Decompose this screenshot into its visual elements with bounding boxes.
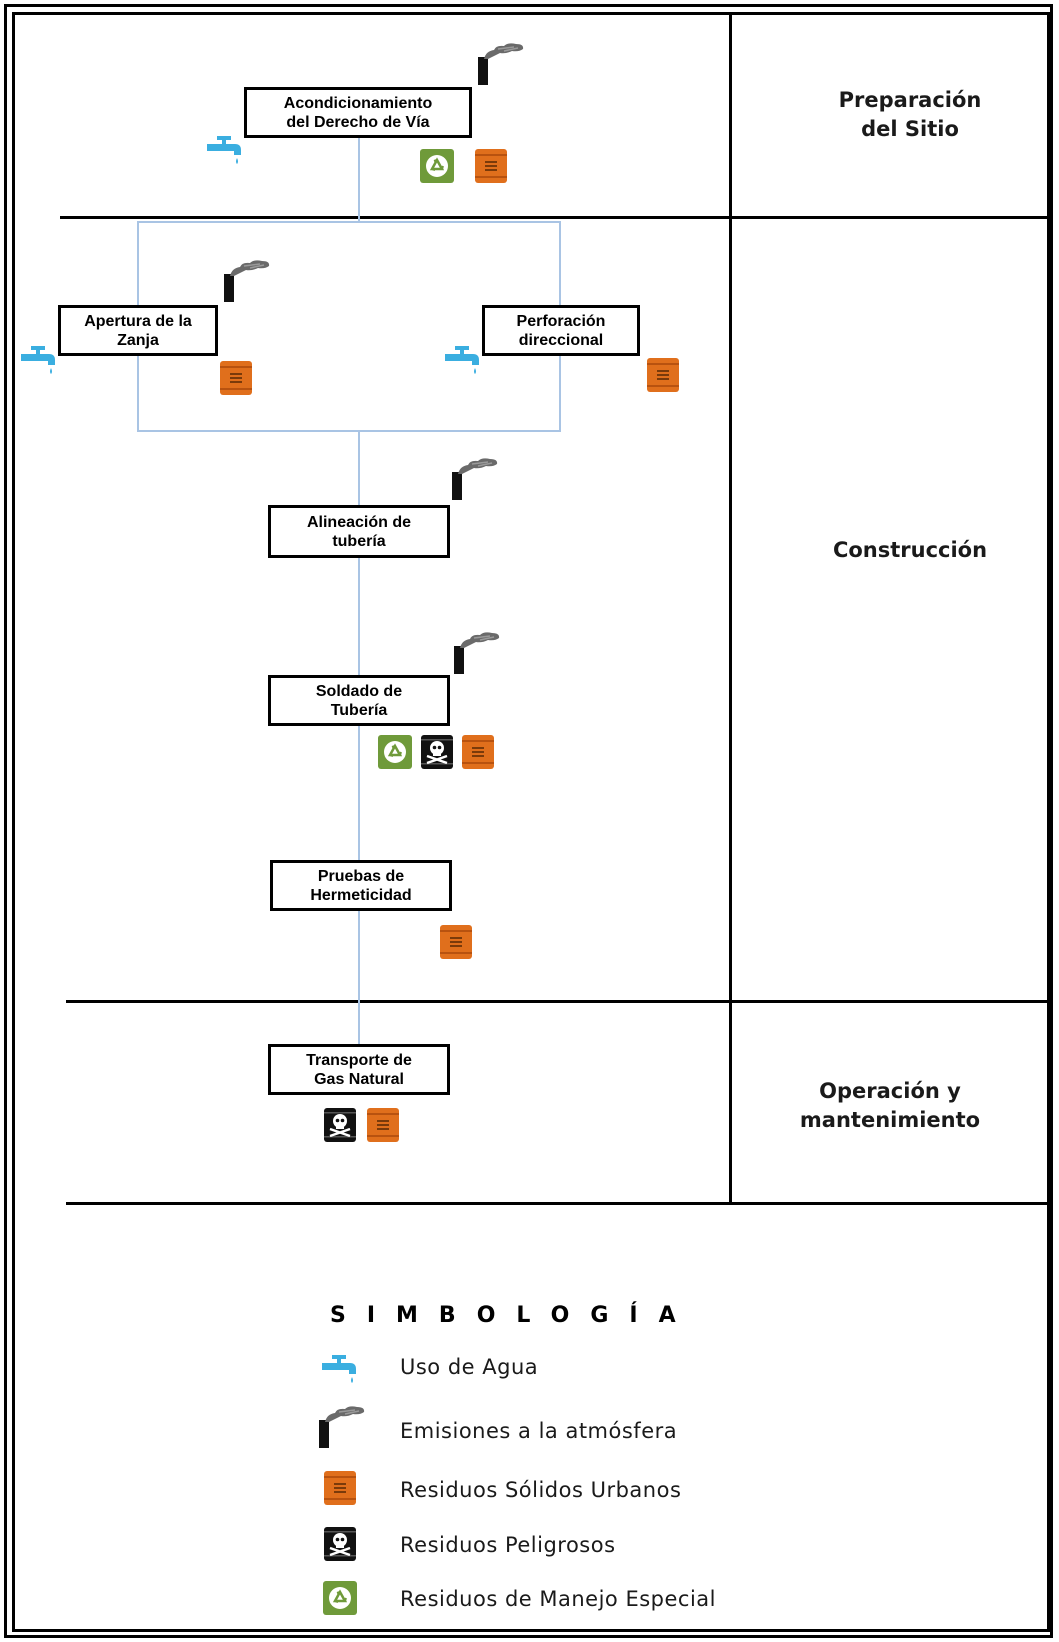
connector-main-top bbox=[358, 138, 360, 222]
recycle-barrel-icon bbox=[375, 732, 415, 772]
recycle-barrel-icon bbox=[320, 1578, 360, 1618]
legend-label-peligrosos: Residuos Peligrosos bbox=[400, 1533, 616, 1557]
orange-barrel-icon bbox=[436, 922, 476, 962]
phase-construccion: Construcción bbox=[832, 538, 988, 562]
water-tap-icon bbox=[205, 133, 245, 169]
orange-barrel-icon bbox=[643, 355, 683, 395]
smokestack-icon bbox=[450, 630, 502, 676]
smokestack-icon bbox=[448, 456, 500, 502]
water-tap-icon bbox=[19, 343, 59, 379]
orange-barrel-icon bbox=[216, 358, 256, 398]
step-alineacion-tuberia: Alineación de tubería bbox=[268, 505, 450, 558]
legend-title: SIMBOLOGÍA bbox=[330, 1303, 697, 1328]
divider-construccion bbox=[66, 1000, 1048, 1003]
step-transporte-gas: Transporte de Gas Natural bbox=[268, 1044, 450, 1095]
smokestack-icon bbox=[315, 1404, 367, 1450]
orange-barrel-icon bbox=[320, 1468, 360, 1508]
step-perforacion-direccional: Perforación direccional bbox=[482, 305, 640, 356]
orange-barrel-icon bbox=[458, 732, 498, 772]
divider-operacion bbox=[66, 1202, 1048, 1205]
phase-preparacion: Preparación del Sitio bbox=[838, 88, 982, 141]
legend-label-manejo-especial: Residuos de Manejo Especial bbox=[400, 1587, 716, 1611]
smokestack-icon bbox=[220, 258, 272, 304]
connector-main-bottom bbox=[358, 431, 360, 1045]
skull-barrel-icon bbox=[320, 1524, 360, 1564]
phase-column-divider bbox=[729, 14, 732, 1204]
legend-label-emisiones: Emisiones a la atmósfera bbox=[400, 1419, 678, 1443]
outer-frame bbox=[4, 4, 1053, 1638]
divider-preparacion bbox=[60, 216, 1048, 219]
skull-barrel-icon bbox=[417, 732, 457, 772]
inner-frame bbox=[12, 12, 1050, 1632]
water-tap-icon bbox=[320, 1352, 360, 1388]
step-derecho-de-via: Acondicionamiento del Derecho de Vía bbox=[244, 87, 472, 138]
water-tap-icon bbox=[443, 343, 483, 379]
phase-operacion: Operación y mantenimiento bbox=[799, 1079, 981, 1132]
skull-barrel-icon bbox=[320, 1105, 360, 1145]
step-pruebas-hermeticidad: Pruebas de Hermeticidad bbox=[270, 860, 452, 911]
legend-label-agua: Uso de Agua bbox=[400, 1355, 539, 1379]
recycle-barrel-icon bbox=[417, 146, 457, 186]
smokestack-icon bbox=[474, 41, 526, 87]
step-soldado-tuberia: Soldado de Tubería bbox=[268, 675, 450, 726]
orange-barrel-icon bbox=[363, 1105, 403, 1145]
orange-barrel-icon bbox=[471, 146, 511, 186]
legend-label-solidos-urbanos: Residuos Sólidos Urbanos bbox=[400, 1478, 682, 1502]
step-apertura-zanja: Apertura de la Zanja bbox=[58, 305, 218, 356]
